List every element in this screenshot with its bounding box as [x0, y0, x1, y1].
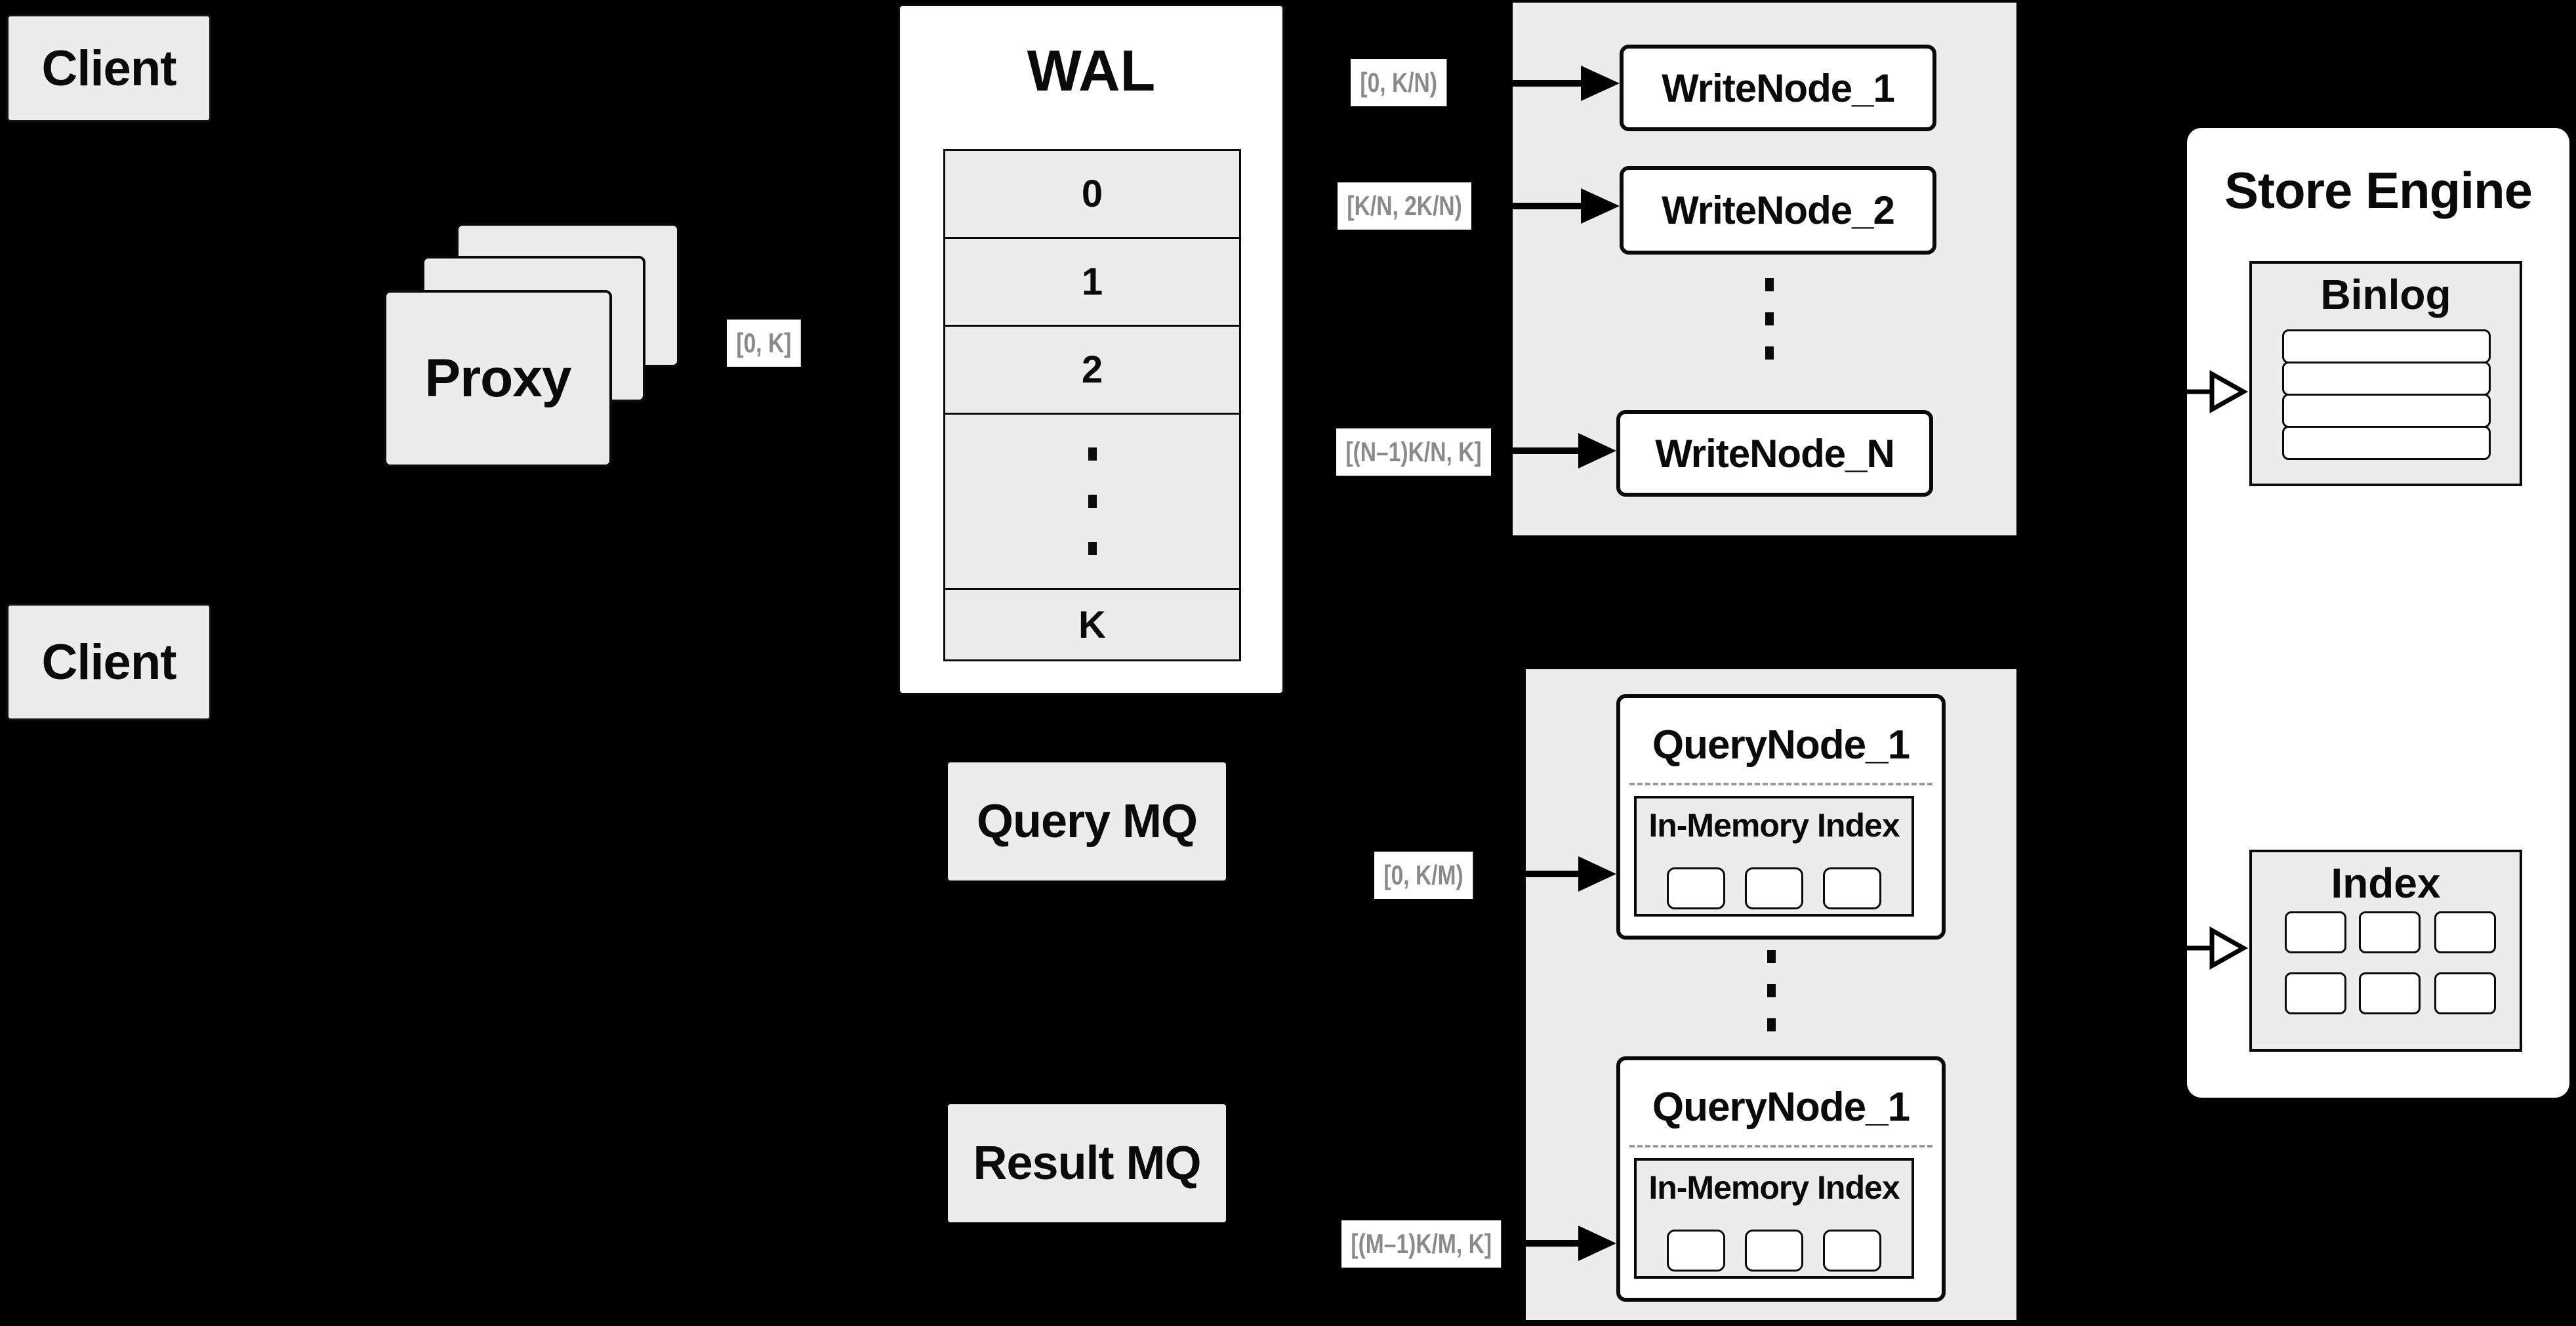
wal-panel: WAL 0 1 2 K [897, 3, 1285, 695]
index-cell [2359, 972, 2421, 1014]
store-engine-panel: Store Engine Binlog Index [2187, 128, 2569, 1098]
writenode-2-label: WriteNode_2 [1662, 188, 1895, 232]
memory-segment-cell [1745, 867, 1803, 909]
in-memory-index-title: In-Memory Index [1648, 1169, 1900, 1206]
dot [1765, 278, 1774, 291]
vertical-ellipsis [1767, 950, 1776, 1031]
dot [1767, 1018, 1776, 1031]
wal-title: WAL [1027, 38, 1156, 103]
memory-segment-cell [1667, 1230, 1725, 1272]
query-mq-box: Query MQ [948, 762, 1226, 881]
binlog-row [2282, 426, 2491, 460]
result-mq-label: Result MQ [973, 1137, 1201, 1190]
client-label: Client [41, 634, 176, 690]
memory-segments [1637, 1230, 1912, 1272]
dashed-divider [1629, 783, 1932, 785]
memory-segment-cell [1823, 867, 1881, 909]
index-cell [2434, 911, 2496, 953]
memory-segments [1637, 867, 1912, 909]
wal-row-ellipsis [943, 413, 1241, 590]
wal-row-label: 2 [1081, 348, 1103, 391]
wal-row-label: 0 [1081, 173, 1103, 215]
memory-segment-cell [1745, 1230, 1803, 1272]
in-memory-index-box: In-Memory Index [1634, 796, 1914, 917]
binlog-row [2282, 329, 2491, 363]
index-cell [2285, 911, 2346, 953]
memory-segment-cell [1667, 867, 1725, 909]
store-engine-title: Store Engine [2224, 161, 2533, 219]
wal-row-k: K [943, 588, 1241, 661]
memory-segment-cell [1823, 1230, 1881, 1272]
wal-row-label: K [1078, 603, 1106, 646]
dot [1088, 542, 1097, 555]
interval-label-querynode-2: [(M–1)K/M, K] [1341, 1220, 1502, 1268]
dot [1088, 447, 1097, 461]
dot [1767, 984, 1776, 997]
result-mq-box: Result MQ [948, 1104, 1226, 1222]
writenode-n-label: WriteNode_N [1655, 431, 1895, 476]
index-cell [2359, 911, 2421, 953]
querynode-top-box: QueryNode_1 In-Memory Index [1616, 694, 1946, 940]
wal-row-1: 1 [943, 237, 1241, 327]
wal-row-2: 2 [943, 325, 1241, 415]
binlog-box: Binlog [2249, 261, 2522, 486]
vertical-ellipsis [1088, 447, 1097, 555]
in-memory-index-box: In-Memory Index [1634, 1158, 1914, 1279]
querynode-bottom-box: QueryNode_1 In-Memory Index [1616, 1056, 1946, 1302]
writenode-1-box: WriteNode_1 [1620, 45, 1936, 131]
index-box: Index [2249, 850, 2522, 1052]
index-title: Index [2331, 860, 2441, 907]
query-mq-label: Query MQ [976, 795, 1198, 848]
dot [1088, 495, 1097, 508]
wal-row-0: 0 [943, 149, 1241, 239]
dashed-divider [1629, 1145, 1932, 1148]
client-box-top: Client [7, 14, 211, 122]
writenode-n-box: WriteNode_N [1616, 410, 1933, 497]
interval-label-writenode-1: [0, K/N) [1351, 59, 1447, 106]
writenode-1-label: WriteNode_1 [1662, 66, 1895, 110]
proxy-card-front: Proxy [384, 290, 612, 467]
client-label: Client [41, 40, 176, 96]
querynode-title: QueryNode_1 [1652, 722, 1910, 768]
binlog-rows [2282, 329, 2491, 460]
binlog-title: Binlog [2320, 271, 2451, 318]
proxy-label: Proxy [424, 348, 572, 408]
wal-segment-table: 0 1 2 K [943, 149, 1241, 661]
client-box-bottom: Client [7, 604, 211, 720]
querynode-group-panel: QueryNode_1 In-Memory Index QueryNode_1 … [1526, 669, 2016, 1320]
dot [1765, 346, 1774, 360]
index-cell [2434, 972, 2496, 1014]
interval-label-proxy-out: [0, K] [727, 320, 801, 367]
wal-row-label: 1 [1081, 260, 1103, 303]
index-cell [2285, 972, 2346, 1014]
dot [1767, 950, 1776, 963]
interval-label-writenode-n: [(N–1)K/N, K] [1336, 428, 1491, 476]
writenode-group-panel: WriteNode_1 WriteNode_2 WriteNode_N [1513, 3, 2016, 535]
interval-label-writenode-2: [K/N, 2K/N) [1338, 182, 1472, 230]
interval-label-querynode-1: [0, K/M) [1374, 852, 1473, 899]
dot [1765, 312, 1774, 325]
binlog-row [2282, 362, 2491, 396]
writenode-2-box: WriteNode_2 [1620, 166, 1936, 255]
in-memory-index-title: In-Memory Index [1648, 807, 1900, 844]
vertical-ellipsis [1765, 278, 1774, 360]
querynode-title: QueryNode_1 [1652, 1085, 1910, 1130]
binlog-row [2282, 394, 2491, 428]
